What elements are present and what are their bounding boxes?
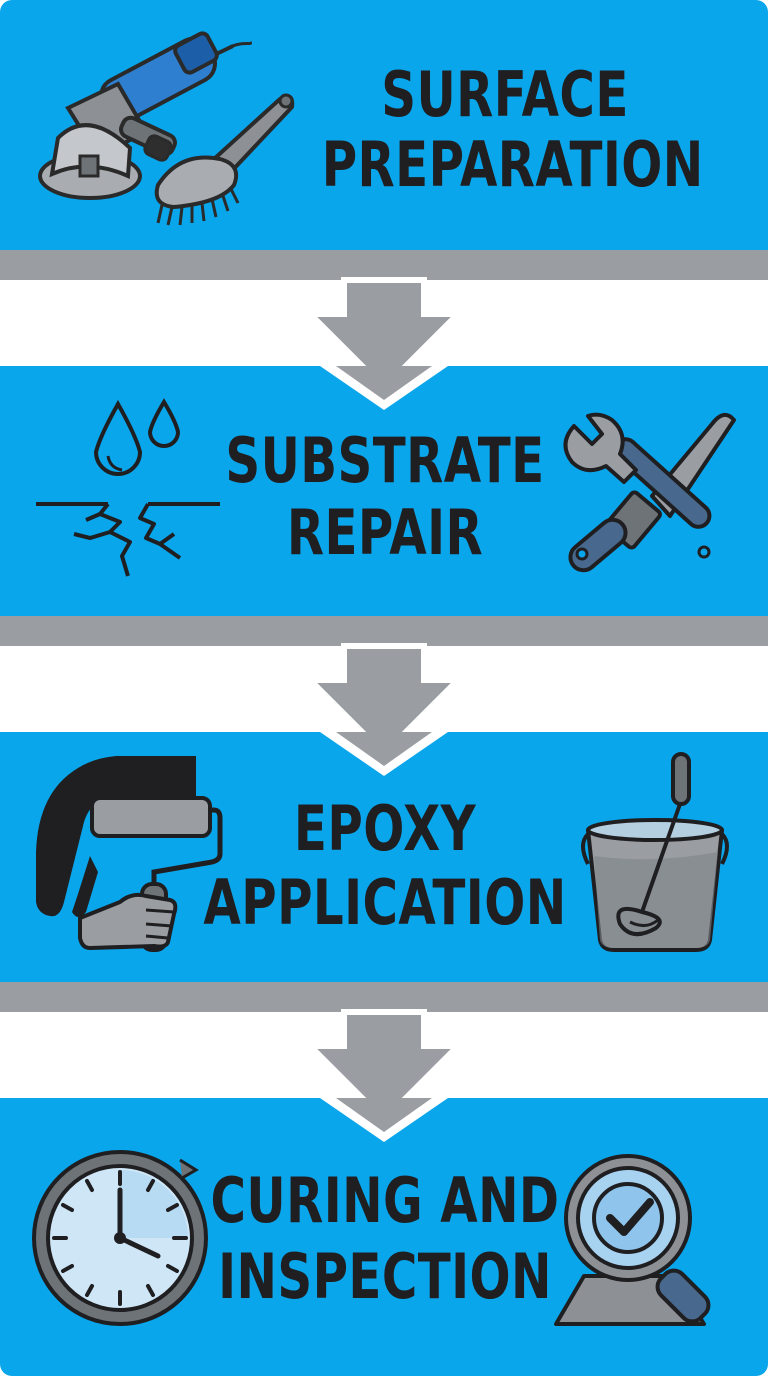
step-title-line-2: REPAIR (286, 496, 484, 569)
divider-bar (0, 982, 768, 1012)
step-title-line-1: EPOXY (293, 792, 477, 865)
step-title-line-2: PREPARATION (321, 128, 704, 201)
step-title-surface-preparation: SURFACE PREPARATION (321, 58, 704, 201)
angle-grinder-icon (28, 28, 258, 228)
step-title-line-1: SUBSTRATE (225, 424, 545, 497)
clock-icon (30, 1148, 210, 1328)
step-title-substrate-repair: SUBSTRATE REPAIR (202, 425, 569, 569)
mixing-bucket-icon (572, 752, 742, 962)
paint-roller-icon (28, 752, 228, 962)
step-title-line-2: APPLICATION (203, 866, 567, 939)
step-title-line-1: SURFACE (381, 58, 629, 131)
divider-bar (0, 250, 768, 280)
divider-bar (0, 616, 768, 646)
step-title-line-2: INSPECTION (218, 1240, 552, 1313)
water-drops-crack-icon (30, 390, 230, 590)
magnifier-check-icon (550, 1150, 740, 1330)
wrench-and-scraper-icon (552, 400, 742, 580)
scrub-brush-icon (140, 85, 300, 230)
step-title-curing-and-inspection: CURING AND INSPECTION (202, 1163, 569, 1315)
step-title-epoxy-application: EPOXY APPLICATION (202, 792, 569, 940)
step-title-line-1: CURING AND (210, 1164, 560, 1237)
